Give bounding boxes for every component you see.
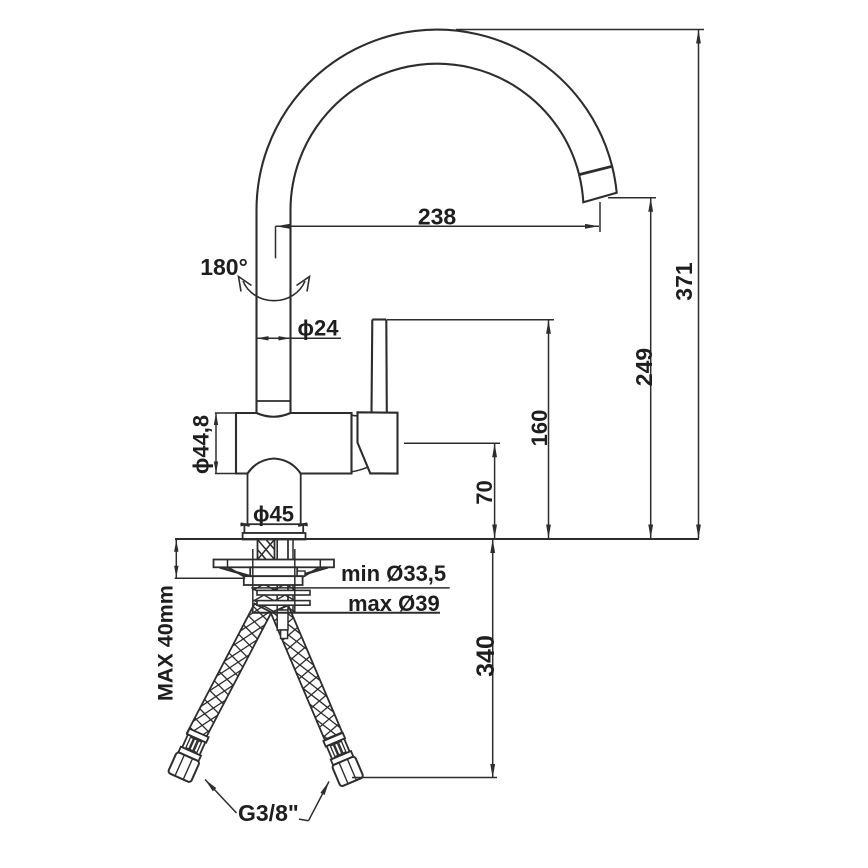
svg-text:ϕ24: ϕ24 — [298, 316, 340, 341]
svg-text:MAX 40mm: MAX 40mm — [154, 585, 178, 701]
svg-text:G3/8": G3/8" — [238, 800, 299, 826]
svg-text:180°: 180° — [200, 254, 248, 280]
svg-text:min Ø33,5: min Ø33,5 — [341, 561, 446, 586]
svg-text:238: 238 — [418, 204, 457, 230]
svg-text:340: 340 — [472, 635, 500, 677]
svg-text:70: 70 — [472, 480, 497, 504]
svg-text:max Ø39: max Ø39 — [348, 591, 440, 616]
svg-text:371: 371 — [671, 262, 697, 301]
svg-text:ϕ45: ϕ45 — [253, 502, 294, 527]
svg-text:249: 249 — [631, 348, 657, 386]
svg-text:160: 160 — [527, 410, 552, 447]
svg-text:ϕ44,8: ϕ44,8 — [189, 415, 214, 474]
